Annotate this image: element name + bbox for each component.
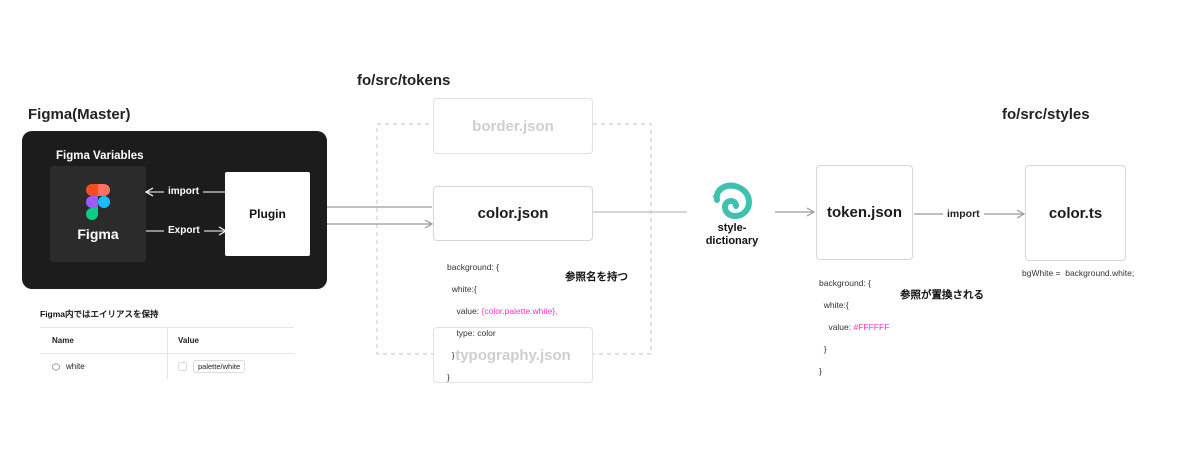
- color-json-code: background: { white:{ value: {color.pale…: [447, 251, 558, 394]
- figma-import-label: import: [164, 186, 204, 197]
- code-line: background: {: [447, 262, 499, 272]
- figma-group-title: Figma(Master): [28, 106, 131, 123]
- code-line: }: [447, 350, 455, 360]
- variables-table-row[interactable]: white palette/white: [40, 354, 294, 379]
- alias-reference: {color.palette.white},: [481, 306, 558, 316]
- variables-table: Name Value white palette/white: [40, 327, 294, 379]
- color-ts-card: color.ts: [1025, 165, 1126, 261]
- color-json-card: color.json: [433, 186, 593, 241]
- alias-note-title: Figma内ではエイリアスを保持: [40, 309, 159, 319]
- figma-logo-tile: Figma: [50, 166, 146, 262]
- row-name: white: [66, 362, 85, 371]
- border-json-card: border.json: [433, 98, 593, 154]
- token-json-card: token.json: [816, 165, 913, 260]
- code-line: value: {color.palette.white},: [447, 306, 558, 316]
- sd-label-line1: style-: [717, 222, 747, 234]
- typography-json-card: typography.json: [433, 327, 593, 383]
- color-ts-code: bgWhite = background.white;: [1022, 268, 1135, 278]
- tokens-group-title: fo/src/tokens: [357, 72, 451, 89]
- code-line: type: color: [447, 328, 496, 338]
- styles-import-label: import: [943, 208, 984, 220]
- figma-logo-icon: [86, 184, 110, 220]
- figma-variables-label: Figma Variables: [56, 150, 144, 162]
- chameleon-logo-icon: [712, 182, 753, 220]
- resolved-value: #FFFFFF: [853, 322, 890, 332]
- sd-label-line2: dictionary: [705, 235, 759, 247]
- style-dictionary-card: style- dictionary: [689, 172, 775, 258]
- code-line: }: [819, 366, 822, 376]
- code-line: white:{: [447, 284, 477, 294]
- styles-group-title: fo/src/styles: [1002, 106, 1090, 123]
- code-line: white:{: [819, 300, 849, 310]
- code-line: background: {: [819, 278, 871, 288]
- plugin-card: Plugin: [225, 172, 310, 256]
- token-json-note: 参照が置換される: [900, 289, 984, 301]
- code-line: }: [447, 372, 450, 382]
- style-dictionary-label: style- dictionary: [689, 222, 775, 248]
- figma-export-label: Export: [164, 225, 204, 236]
- header-name: Name: [40, 328, 168, 353]
- variables-table-header: Name Value: [40, 328, 294, 354]
- variable-icon: [52, 362, 60, 371]
- tokens-note: 参照名を持つ: [565, 271, 628, 283]
- figma-logo-label: Figma: [77, 226, 119, 242]
- code-line: }: [819, 344, 827, 354]
- token-json-code: background: { white:{ value: #FFFFFF } }: [819, 267, 889, 388]
- code-line: value: #FFFFFF: [819, 322, 890, 332]
- white-swatch: [178, 362, 187, 372]
- row-value-chip: palette/white: [193, 360, 246, 373]
- header-value: Value: [178, 336, 199, 345]
